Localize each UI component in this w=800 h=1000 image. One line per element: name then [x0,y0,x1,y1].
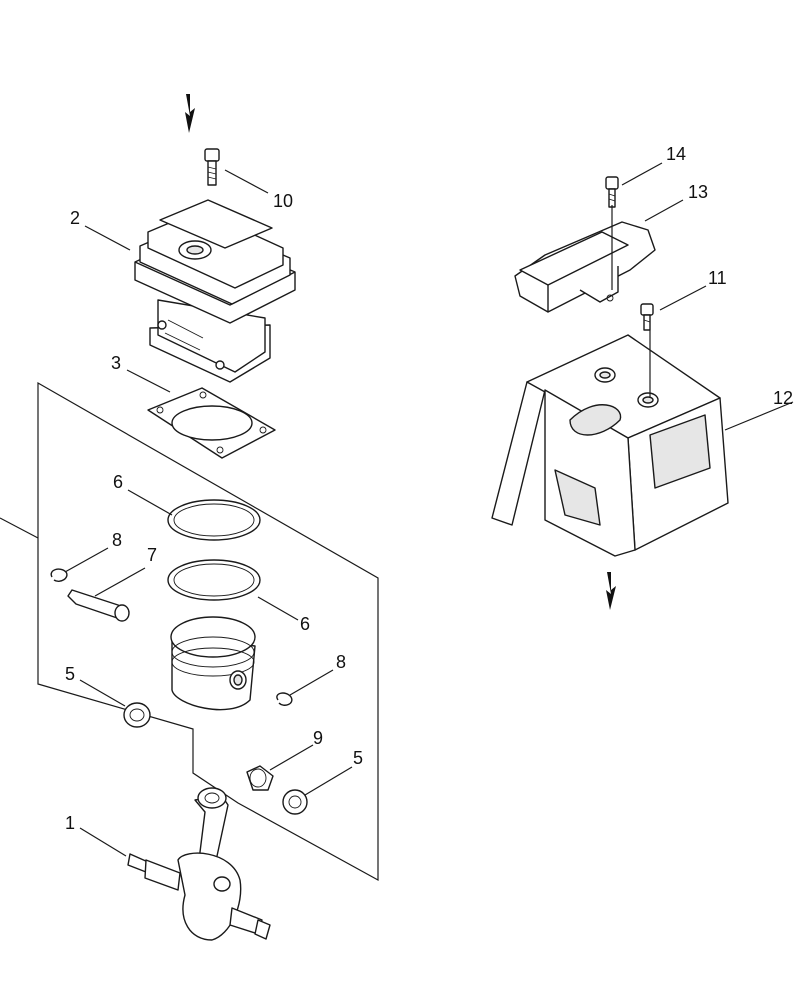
callout-5: 5 [65,664,75,684]
bolt-icon [605,176,619,208]
callout-1: 1 [65,813,75,833]
callout-11: 11 [708,268,727,288]
callout-13: 13 [688,182,708,202]
down-arrow-icon [185,94,195,133]
callout-10: 12 [773,388,793,408]
down-arrow-icon [606,572,616,610]
gasket-part [147,387,276,459]
needle-bearing-part [246,765,274,791]
piston-pin-part [67,589,130,622]
leader-lines [64,162,794,857]
callout-12: 10 [273,191,293,211]
frame-lead-line [0,517,39,539]
bolt-icon [640,303,654,331]
crankshaft-part [127,787,271,941]
bolt-icon [204,148,220,186]
callout-3: 3 [111,353,121,373]
callout-7: 7 [147,545,157,565]
circlip-left [50,568,68,582]
piston-part [170,616,256,711]
seal-left [123,702,151,728]
top-cover-part [514,221,656,313]
piston-ring-lower [167,559,261,601]
callout-5: 5 [353,748,363,768]
callout-9: 9 [313,728,323,748]
piston-ring-upper [167,499,261,541]
callout-8: 8 [112,530,122,550]
circlip-right [276,692,293,706]
seal-right [282,789,308,815]
callout-8: 8 [336,652,346,672]
cylinder-cover-part [491,334,729,557]
callout-2: 2 [70,208,80,228]
callout-6: 6 [300,614,310,634]
callout-14: 14 [666,144,686,164]
callout-6: 6 [113,472,123,492]
cylinder-part [134,199,296,383]
